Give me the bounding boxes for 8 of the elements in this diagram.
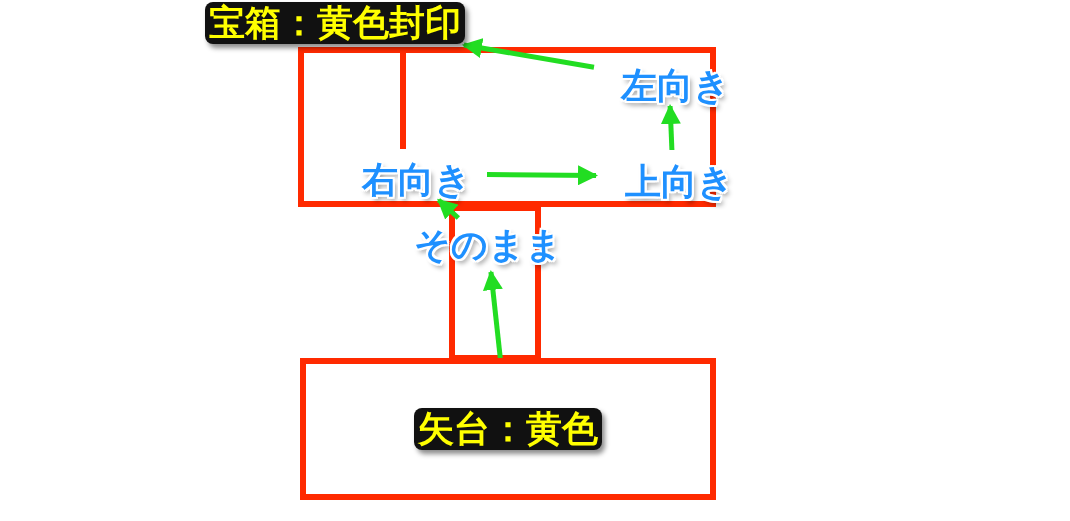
text-label: 右向き [339, 154, 493, 206]
arrow [461, 38, 595, 70]
arrow [436, 198, 461, 220]
arrow [660, 104, 681, 151]
arrow [482, 270, 503, 359]
arrow [487, 165, 598, 186]
base-box [300, 358, 716, 500]
base-label: 矢台：黄色 [414, 408, 602, 450]
